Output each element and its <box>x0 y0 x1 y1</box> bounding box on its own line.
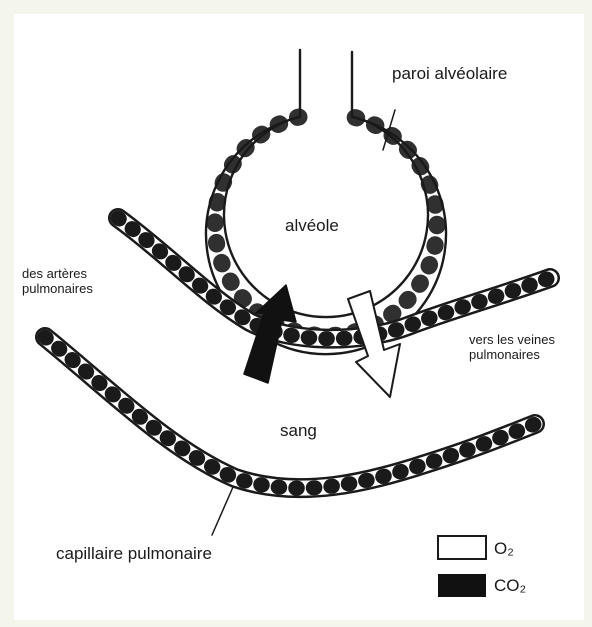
label-capillary: capillaire pulmonaire <box>56 544 212 564</box>
legend-co2-label: CO₂ <box>494 576 526 596</box>
capillary-upper <box>118 218 550 339</box>
label-alveolar-wall: paroi alvéolaire <box>392 64 507 84</box>
leader-capillary <box>212 487 233 535</box>
label-from-arteries: des artères pulmonaires <box>22 267 93 297</box>
label-to-veins: vers les veines pulmonaires <box>469 333 555 363</box>
legend-o2-swatch <box>438 536 486 559</box>
legend-co2-swatch <box>438 574 486 597</box>
label-alveolus: alvéole <box>285 216 339 236</box>
legend <box>438 536 486 597</box>
label-blood: sang <box>280 421 317 441</box>
capillary-lower <box>45 337 535 488</box>
legend-o2-label: O₂ <box>494 539 514 559</box>
